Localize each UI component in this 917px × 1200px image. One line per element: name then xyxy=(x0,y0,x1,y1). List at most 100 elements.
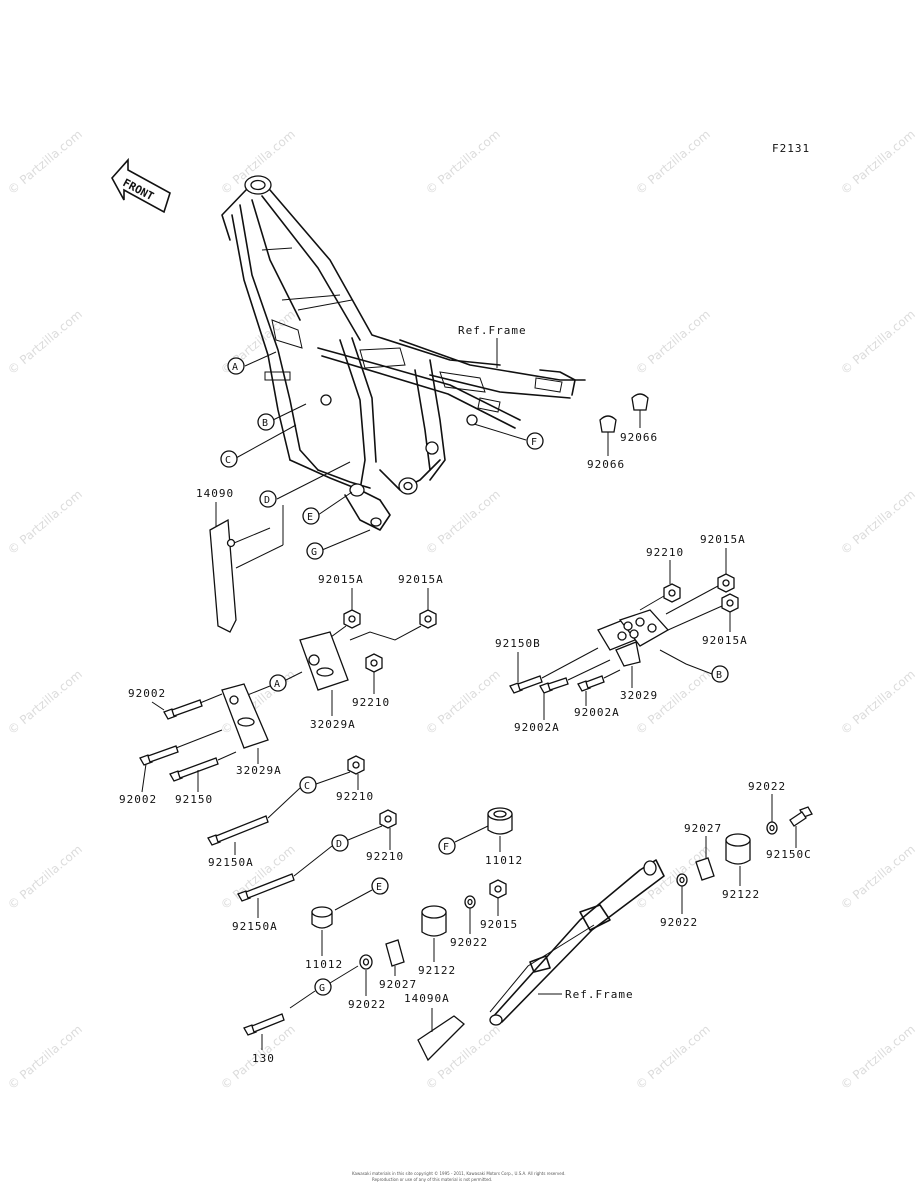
watermark: © Partzilla.com xyxy=(5,1022,85,1092)
bolt-92150A xyxy=(237,873,295,902)
watermark: © Partzilla.com xyxy=(423,487,503,557)
watermark: © Partzilla.com xyxy=(633,1022,713,1092)
callout-E: E xyxy=(371,877,389,895)
callout-F: F xyxy=(526,432,544,450)
label-92015: 92015 xyxy=(480,918,518,931)
label-130: 130 xyxy=(252,1052,275,1065)
svg-text:C: C xyxy=(304,781,310,792)
bolt-92150C xyxy=(789,806,813,827)
label-92002A: 92002A xyxy=(574,706,620,719)
copyright-line-2: Reproduction or use of any of this mater… xyxy=(372,1177,492,1182)
frame-callouts: A B C D E G F xyxy=(220,351,544,560)
bolt-92150A xyxy=(207,815,269,846)
diagram-code: F2131 xyxy=(772,142,810,155)
callout-A: A xyxy=(269,674,287,692)
callout-C: C xyxy=(220,450,238,468)
watermark: © Partzilla.com xyxy=(5,127,85,197)
label-92015A: 92015A xyxy=(398,573,444,586)
watermark: © Partzilla.com xyxy=(838,842,917,912)
label-92210: 92210 xyxy=(366,850,404,863)
label-92002: 92002 xyxy=(119,793,157,806)
watermark: © Partzilla.com xyxy=(838,127,917,197)
callout-G: G xyxy=(314,978,332,996)
label-32029A: 32029A xyxy=(310,718,356,731)
ref-frame-label-top: Ref.Frame xyxy=(458,324,527,337)
watermark: © Partzilla.com xyxy=(838,487,917,557)
watermark: © Partzilla.com xyxy=(5,487,85,557)
front-arrow-icon: FRONT xyxy=(111,157,171,214)
watermark: © Partzilla.com xyxy=(838,1022,917,1092)
callout-C: C xyxy=(299,776,317,794)
svg-text:E: E xyxy=(376,882,382,893)
watermark: © Partzilla.com xyxy=(5,667,85,737)
svg-text:E: E xyxy=(307,512,313,523)
bolt-92002 xyxy=(139,745,179,766)
label-92015A: 92015A xyxy=(318,573,364,586)
watermark: © Partzilla.com xyxy=(5,842,85,912)
svg-text:C: C xyxy=(225,455,231,466)
callout-D: D xyxy=(259,490,277,508)
label-92122: 92122 xyxy=(418,964,456,977)
svg-text:G: G xyxy=(311,547,317,558)
label-14090: 14090 xyxy=(196,487,234,500)
label-92122: 92122 xyxy=(722,888,760,901)
label-92022: 92022 xyxy=(660,916,698,929)
callout-B: B xyxy=(711,665,729,683)
watermark: © Partzilla.com xyxy=(633,667,713,737)
rear-upper-mount-assembly: 92210 92015A 92015A 32029 B xyxy=(495,533,748,734)
motorcycle-frame xyxy=(221,175,586,531)
part-14090-guard: 14090 xyxy=(196,487,284,633)
svg-text:D: D xyxy=(264,495,270,506)
label-92066: 92066 xyxy=(587,458,625,471)
label-92150C: 92150C xyxy=(766,848,812,861)
part-92066-caps: 92066 92066 xyxy=(587,393,658,471)
bolt-92002A xyxy=(577,675,605,692)
callout-F: F xyxy=(438,837,456,855)
watermark: © Partzilla.com xyxy=(423,127,503,197)
lower-mount-assembly: E 11012 92027 92022 G 130 xyxy=(243,877,417,1065)
label-11012: 11012 xyxy=(305,958,343,971)
label-92066: 92066 xyxy=(620,431,658,444)
label-92002A: 92002A xyxy=(514,721,560,734)
label-92210: 92210 xyxy=(646,546,684,559)
center-mount-assembly: F 11012 92122 92022 92015 xyxy=(418,807,523,977)
label-92015A: 92015A xyxy=(700,533,746,546)
callout-E: E xyxy=(302,507,320,525)
label-92150: 92150 xyxy=(175,793,213,806)
svg-text:F: F xyxy=(531,437,537,448)
label-92210: 92210 xyxy=(336,790,374,803)
watermark: © Partzilla.com xyxy=(5,307,85,377)
callout-A: A xyxy=(227,357,245,375)
bolt-130 xyxy=(243,1013,285,1036)
label-92150B: 92150B xyxy=(495,637,541,650)
svg-text:F: F xyxy=(443,842,449,853)
label-92022: 92022 xyxy=(748,780,786,793)
label-92027: 92027 xyxy=(684,822,722,835)
label-92002: 92002 xyxy=(128,687,166,700)
label-92015A: 92015A xyxy=(702,634,748,647)
watermark: © Partzilla.com xyxy=(838,307,917,377)
watermark: © Partzilla.com xyxy=(838,667,917,737)
callout-B: B xyxy=(257,413,275,431)
bolt-92150B xyxy=(509,675,543,694)
label-92210: 92210 xyxy=(352,696,390,709)
label-92027: 92027 xyxy=(379,978,417,991)
svg-text:B: B xyxy=(262,418,268,429)
label-92150A: 92150A xyxy=(208,856,254,869)
label-11012: 11012 xyxy=(485,854,523,867)
label-32029A: 32029A xyxy=(236,764,282,777)
watermark: © Partzilla.com xyxy=(423,667,503,737)
watermark: © Partzilla.com xyxy=(633,307,713,377)
watermark: © Partzilla.com xyxy=(633,127,713,197)
ref-frame-label-bottom: Ref.Frame xyxy=(565,988,634,1001)
callout-D: D xyxy=(331,834,349,852)
long-bolts-assembly: C 92210 92150A D 92210 92150A xyxy=(207,755,404,933)
label-92022: 92022 xyxy=(450,936,488,949)
label-92150A: 92150A xyxy=(232,920,278,933)
bolt-92002 xyxy=(163,699,203,720)
label-92022: 92022 xyxy=(348,998,386,1011)
callout-G: G xyxy=(306,542,324,560)
rear-lower-mount-assembly: Ref.Frame 14090A 92022 92027 92122 92022… xyxy=(404,780,813,1062)
svg-text:A: A xyxy=(232,362,238,373)
